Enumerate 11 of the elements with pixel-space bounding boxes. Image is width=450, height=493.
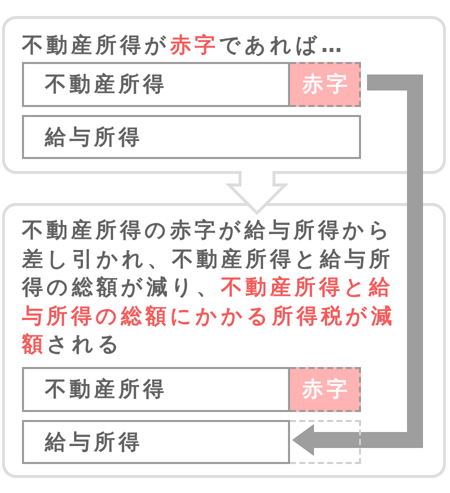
income-box: 不動産所得 <box>22 62 290 107</box>
income-box: 給与所得 <box>22 420 290 464</box>
step-panel <box>2 16 446 174</box>
deficit-tag: 赤字 <box>290 367 361 412</box>
income-box: 給与所得 <box>22 115 361 159</box>
panel-heading: 不動産所得が赤字であれば… <box>22 32 346 59</box>
deficit-tag: 赤字 <box>290 62 361 107</box>
income-box: 不動産所得 <box>22 367 290 412</box>
step-panel <box>2 203 446 478</box>
explanation-text: 不動産所得の赤字が給与所得から差し引かれ、不動産所得と給与所得の総額が減り、不動産所得と給与所得の総額にかかる所得税が減額される <box>22 217 396 358</box>
down-arrow <box>225 170 289 216</box>
